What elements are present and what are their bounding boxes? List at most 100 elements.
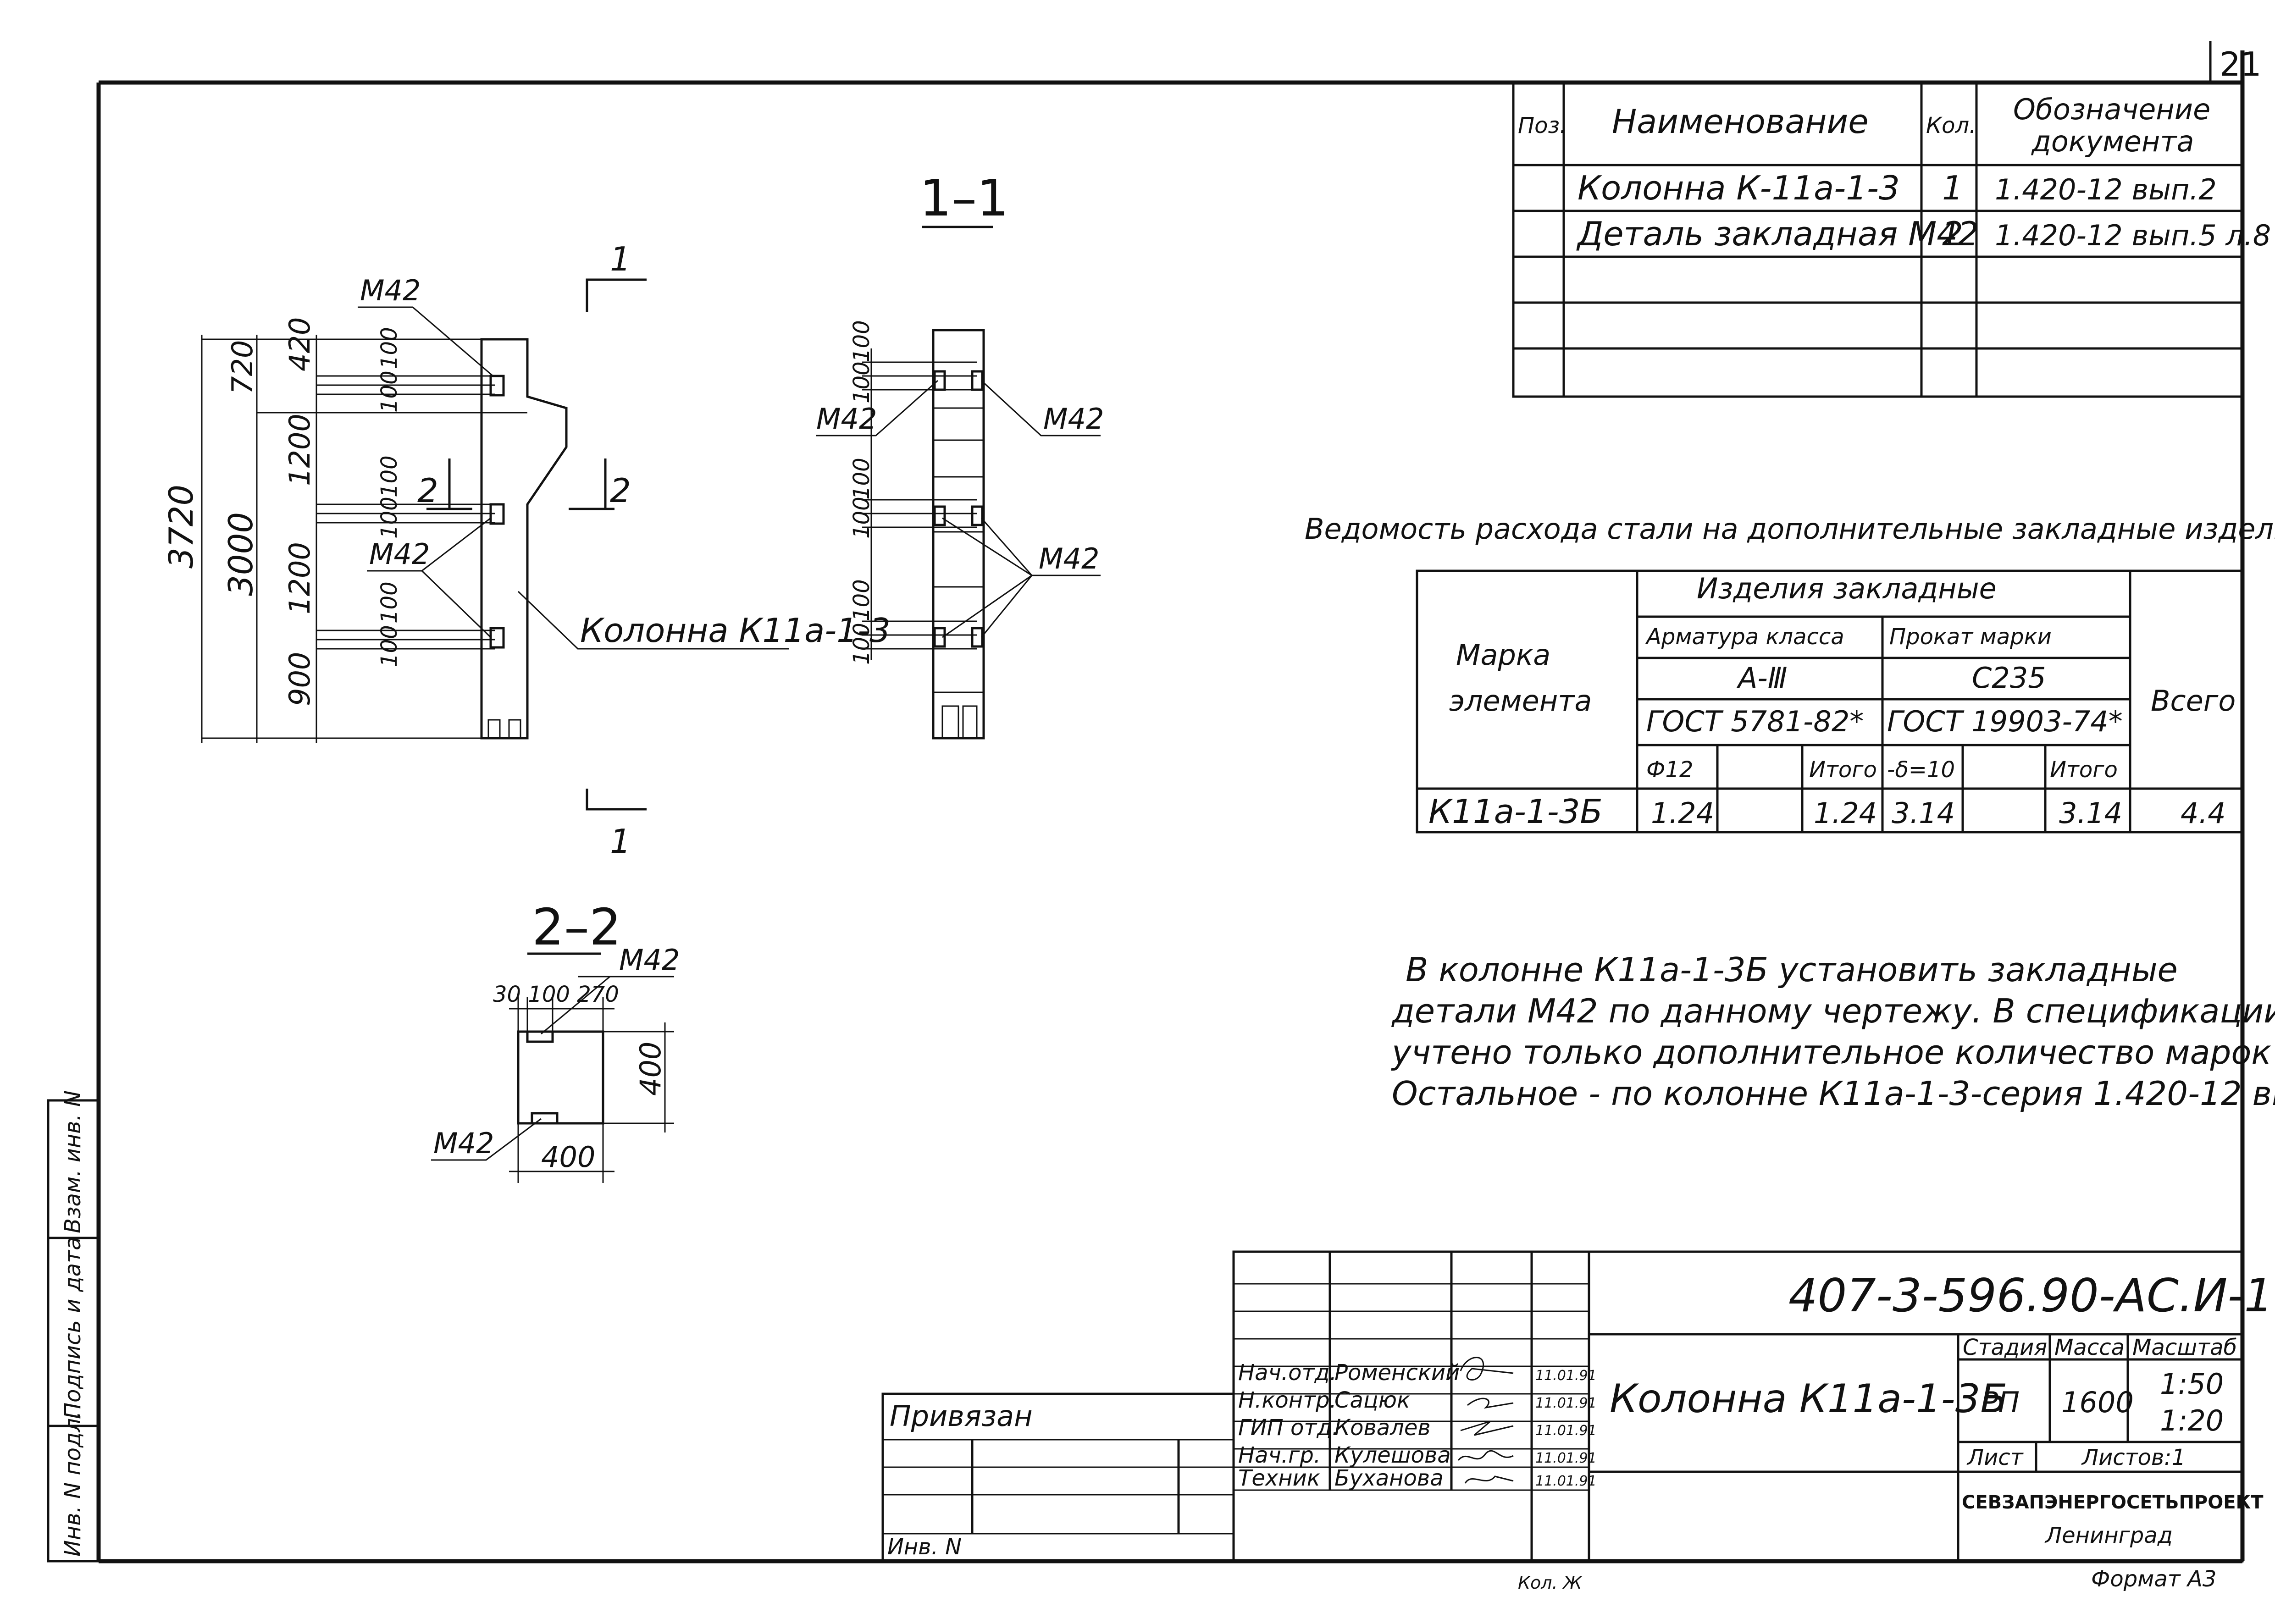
dim-900: 900 xyxy=(283,652,316,706)
section-2-2: 2–2 30 100 270 М42 400 400 xyxy=(431,898,680,1183)
column-foot xyxy=(487,719,521,738)
note: В колонне К11а-1-3Б установить закладные… xyxy=(1391,950,2275,1113)
tb-date-2: 11.01.91 xyxy=(1535,1395,1597,1411)
signature-3 xyxy=(1460,1420,1514,1436)
steel-gost2: ГОСТ 19903-74* xyxy=(1887,705,2123,738)
side-stamp: Инв. N подл. Подпись и дата Взам. инв. N xyxy=(47,1090,100,1563)
dim-100-4: 100 xyxy=(376,497,402,539)
section-2-hatch xyxy=(517,1030,604,1125)
sheet-number: 21 xyxy=(2220,45,2262,83)
steel-mark-header-1: Марка xyxy=(1456,638,1550,672)
dim-3000: 3000 xyxy=(221,512,260,596)
tb-sheet-label: Лист xyxy=(1966,1445,2024,1470)
tb-role-2: Н.контр. xyxy=(1238,1387,1337,1413)
cut-1-top: 1 xyxy=(610,240,631,278)
section-1-title: 1–1 xyxy=(919,169,1009,227)
steel-row-f12: 1.24 xyxy=(1651,796,1714,830)
tb-date-4: 11.01.91 xyxy=(1535,1450,1597,1466)
spec-row1-qty: 1 xyxy=(1942,169,1963,207)
signature-4 xyxy=(1457,1450,1514,1461)
s1-dim-100-5: 100 xyxy=(849,579,875,621)
section-1-1: 1–1 100 100 100 1 xyxy=(816,169,1104,740)
s1-dim-100-6: 100 xyxy=(849,623,875,665)
dim-720: 720 xyxy=(226,340,259,394)
s1-dim-100-1: 100 xyxy=(849,320,875,362)
dim-3720: 3720 xyxy=(162,485,200,569)
spec-header-doc: Обозначение xyxy=(2013,93,2210,126)
tb-role-3: ГИП отд. xyxy=(1238,1415,1339,1441)
m42-top-label: М42 xyxy=(360,274,421,307)
steel-col-f12: Ф12 xyxy=(1646,757,1693,783)
m42-mid-label: М42 xyxy=(369,537,430,571)
tb-copied: Кол. Ж xyxy=(1518,1573,1583,1593)
tb-role-1: Нач.отд. xyxy=(1238,1360,1337,1386)
side-stamp-signature: Подпись и дата xyxy=(60,1237,86,1419)
dim-100-2: 100 xyxy=(376,370,402,413)
tb-sheet-title: Колонна К11а-1-3Б xyxy=(1610,1376,2007,1422)
tb-scale-2: 1:20 xyxy=(2160,1404,2224,1437)
dim-1200a: 1200 xyxy=(283,414,316,486)
column-outline xyxy=(480,338,568,740)
tb-name-3: Ковалев xyxy=(1334,1415,1431,1441)
s2-m42-bottom: М42 xyxy=(433,1127,494,1160)
cut-2-right: 2 xyxy=(610,471,631,510)
spec-header-qty: Кол. xyxy=(1926,113,1976,138)
s1-m42-right-mid: М42 xyxy=(1039,542,1099,575)
title-block: Привязан Инв. N Нач.отд. Роменский 11.01… xyxy=(881,1250,2275,1563)
s2-m42-top: М42 xyxy=(619,943,680,977)
steel-gost1: ГОСТ 5781-82* xyxy=(1646,705,1864,738)
tb-stage: РП xyxy=(1981,1386,2020,1419)
tb-role-4: Нач.гр. xyxy=(1238,1442,1321,1468)
steel-row-itogo1: 1.24 xyxy=(1814,796,1877,830)
spec-header-doc-2: документа xyxy=(2031,125,2194,158)
section-1-column xyxy=(932,329,985,740)
dim-100-1: 100 xyxy=(376,327,402,369)
steel-row-delta: 3.14 xyxy=(1892,796,1955,830)
cut-1-bottom: 1 xyxy=(610,822,631,861)
tb-role-5: Техник xyxy=(1238,1465,1320,1491)
spec-row1-name: Колонна К-11а-1-3 xyxy=(1578,169,1900,207)
tb-date-5: 11.01.91 xyxy=(1535,1473,1597,1489)
note-line-4: Остальное - по колонне К11а-1-3-серия 1.… xyxy=(1392,1074,2275,1113)
tb-name-5: Буханова xyxy=(1334,1465,1444,1491)
s1-dim-100-4: 100 xyxy=(849,497,875,539)
spec-header-name: Наименование xyxy=(1612,102,1869,141)
spec-row2-qty: 2 xyxy=(1942,215,1963,253)
tb-name-1: Роменский xyxy=(1334,1360,1460,1386)
steel-table-title: Ведомость расхода стали на дополнительны… xyxy=(1305,512,2275,546)
s2-dim-side: 400 xyxy=(634,1042,667,1096)
steel-group-header: Изделия закладные xyxy=(1697,572,1997,605)
tb-city: Ленинград xyxy=(2044,1523,2173,1548)
s1-dim-100-3: 100 xyxy=(849,458,875,500)
steel-row-mark: К11а-1-3Б xyxy=(1428,792,1603,831)
spec-row2-name: Деталь закладная М42 xyxy=(1576,215,1979,253)
dim-100-3: 100 xyxy=(376,455,402,497)
dim-1200b: 1200 xyxy=(283,542,316,614)
note-line-2: детали М42 по данному чертежу. В специфи… xyxy=(1391,992,2275,1030)
spec-row2-doc: 1.420-12 вып.5 л.8 xyxy=(1995,219,2271,252)
signature-5 xyxy=(1464,1475,1514,1484)
tb-org: СЕВЗАПЭНЕРГОСЕТЬПРОЕКТ xyxy=(1962,1492,2264,1513)
column-label: Колонна К11а-1-3 xyxy=(580,611,891,650)
section-2-embed-top xyxy=(526,1030,554,1043)
s2-dim-bottom: 400 xyxy=(541,1140,595,1174)
s1-m42-left: М42 xyxy=(816,402,877,436)
signature-1 xyxy=(1460,1357,1514,1381)
spec-header-pos: Поз. xyxy=(1518,113,1566,138)
tb-scale-label: Масштаб xyxy=(2132,1335,2237,1360)
side-stamp-vzam: Взам. инв. N xyxy=(60,1090,86,1233)
section-2-title: 2–2 xyxy=(532,898,621,956)
tb-bound: Привязан xyxy=(890,1399,1033,1433)
tb-name-2: Сацюк xyxy=(1334,1387,1410,1413)
note-line-1: В колонне К11а-1-3Б установить закладные xyxy=(1406,950,2178,989)
note-line-3: учтено только дополнительное количество … xyxy=(1391,1033,2275,1072)
dim-420: 420 xyxy=(283,317,316,371)
s1-dim-100-2: 100 xyxy=(849,361,875,403)
column-elevation: 3720 720 3000 420 1200 1200 900 100 100 … xyxy=(162,240,891,861)
spec-table: Поз. Наименование Кол. Обозначение докум… xyxy=(1512,81,2271,398)
embed-detail-3 xyxy=(489,627,505,649)
tb-scale-1: 1:50 xyxy=(2160,1367,2224,1401)
steel-col-itogo2: Итого xyxy=(2050,757,2118,783)
tb-inv: Инв. N xyxy=(887,1534,962,1560)
